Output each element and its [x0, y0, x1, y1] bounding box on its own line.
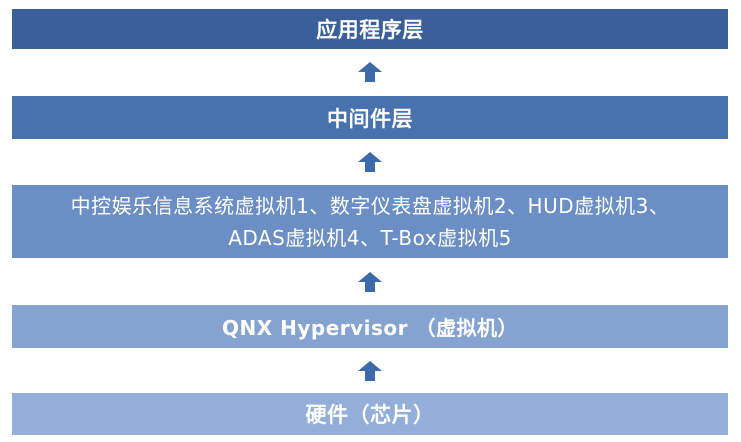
arrow-up-icon [358, 62, 382, 82]
layer-hardware: 硬件（芯片） [12, 393, 728, 435]
arrow-up-icon [358, 272, 382, 292]
layer-hypervisor: QNX Hypervisor （虚拟机） [12, 305, 728, 348]
layer-virtual-machines-line-2: ADAS虚拟机4、T-Box虚拟机5 [228, 225, 512, 250]
arrow-up-icon [358, 152, 382, 172]
layer-virtual-machines: 中控娱乐信息系统虚拟机1、数字仪表盘虚拟机2、HUD虚拟机3、 ADAS虚拟机4… [12, 185, 728, 258]
layer-virtual-machines-line-1: 中控娱乐信息系统虚拟机1、数字仪表盘虚拟机2、HUD虚拟机3、 [70, 193, 670, 218]
layer-application: 应用程序层 [12, 9, 728, 49]
layer-middleware-label: 中间件层 [327, 106, 413, 131]
layer-hardware-label: 硬件（芯片） [305, 403, 435, 427]
layer-middleware: 中间件层 [12, 96, 728, 139]
layer-hypervisor-label: QNX Hypervisor （虚拟机） [221, 316, 518, 340]
arrow-up-icon [358, 361, 382, 381]
layer-application-label: 应用程序层 [316, 18, 424, 42]
